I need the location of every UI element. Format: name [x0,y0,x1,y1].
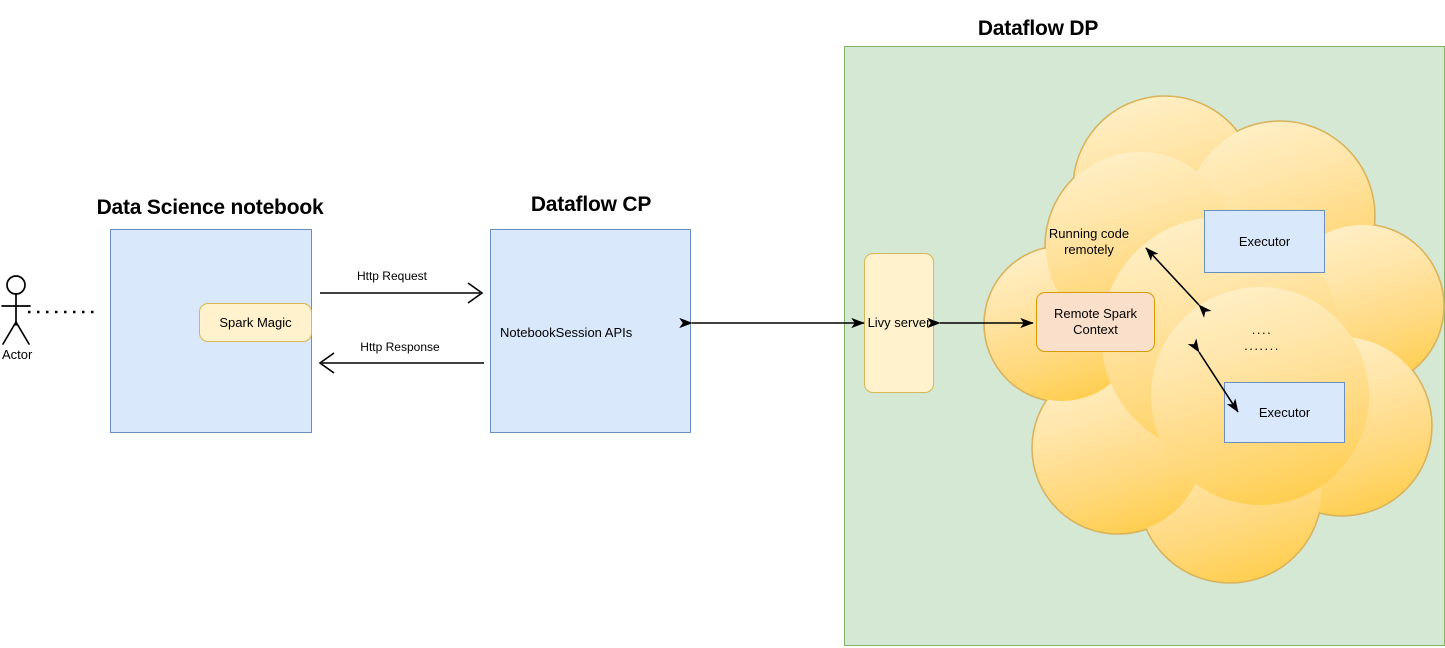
remote-spark-context-line1: Remote Spark [1053,306,1138,321]
cp-to-livy-arrow [679,317,865,329]
running-code-remotely-label: Running code remotely [1022,226,1156,258]
http-request-label: Http Request [356,269,428,283]
remote-spark-context-label: Remote Spark Context [1037,306,1154,338]
spark-magic-label: Spark Magic [219,314,292,330]
running-code-line2: remotely [1064,242,1114,257]
remote-spark-context-line2: Context [1073,322,1118,337]
dataflow-cp-title: Dataflow CP [530,193,652,216]
ellipsis-long: ....... [1244,338,1280,353]
remote-spark-context-box[interactable]: Remote Spark Context [1036,292,1155,352]
livy-server-box[interactable]: Livy server [864,253,934,393]
actor-label: Actor [2,347,33,362]
executor-top-label: Executor [1238,233,1291,249]
executor-bottom-box[interactable]: Executor [1224,382,1345,443]
actor-figure-icon [1,275,31,345]
executor-top-box[interactable]: Executor [1204,210,1325,273]
actor-to-notebook-dotted-line [28,310,100,314]
http-response-arrow [318,352,484,374]
dataflow-cp-box[interactable]: NotebookSession APIs [490,229,691,433]
context-to-executors-arrows [1145,247,1239,413]
executor-bottom-label: Executor [1258,404,1311,420]
spark-magic-box[interactable]: Spark Magic [199,303,312,342]
livy-to-context-arrow [927,317,1034,329]
ellipsis-short: .... [1251,322,1273,337]
dataflow-dp-title: Dataflow DP [977,17,1099,40]
data-science-notebook-title: Data Science notebook [96,196,324,219]
http-response-label: Http Response [360,340,440,354]
notebooksession-apis-label: NotebookSession APIs [500,325,633,340]
livy-server-label: Livy server [867,315,931,330]
running-code-line1: Running code [1048,226,1130,241]
http-request-arrow [320,282,484,304]
